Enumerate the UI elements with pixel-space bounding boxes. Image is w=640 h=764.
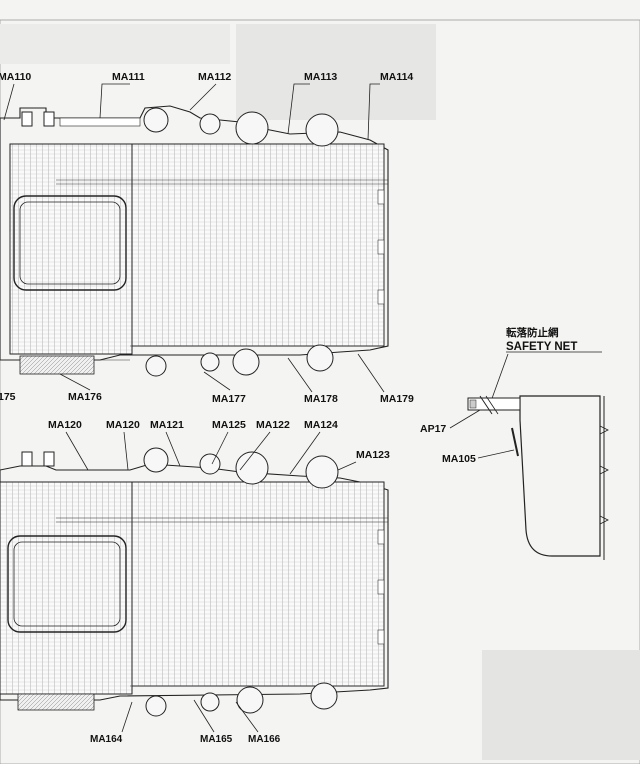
- upper-labels: MA110 MA111 MA112 MA113 MA114 175 MA176 …: [0, 71, 414, 405]
- part-label: MA123: [356, 449, 390, 461]
- part-label: MA120: [106, 419, 140, 431]
- part-label: MA122: [256, 419, 290, 431]
- faint-background-block: [236, 24, 436, 120]
- lower-labels: MA120 MA120 MA121 MA125 MA122 MA124 MA12…: [48, 419, 390, 745]
- part-label: MA121: [150, 419, 184, 431]
- part-label: MA111: [112, 71, 145, 83]
- lower-deck-assembly: [0, 447, 389, 717]
- part-label: MA113: [304, 71, 337, 83]
- safety-net-inset: 転落防止網 SAFETY NET AP17 MA105: [420, 326, 609, 560]
- faint-background-block: [482, 650, 640, 760]
- part-label: MA179: [380, 393, 414, 405]
- safety-net-english-label: SAFETY NET: [506, 341, 577, 353]
- part-label: MA125: [212, 419, 246, 431]
- part-label: MA177: [212, 393, 246, 405]
- part-label: MA164: [90, 734, 123, 745]
- part-label: MA120: [48, 419, 82, 431]
- deck-grating-aft: [129, 481, 385, 687]
- elevator-outline: [13, 195, 127, 291]
- safety-net-japanese-label: 転落防止網: [506, 326, 559, 339]
- part-label: AP17: [420, 423, 446, 435]
- part-label: MA176: [68, 391, 102, 403]
- part-label: MA110: [0, 71, 31, 83]
- deck-grating-aft: [129, 143, 385, 347]
- part-label: MA114: [380, 71, 413, 83]
- part-label: MA124: [304, 419, 338, 431]
- part-label: MA105: [442, 453, 476, 465]
- part-label: 175: [0, 391, 16, 403]
- part-label: MA112: [198, 71, 231, 83]
- part-label: MA166: [248, 734, 281, 745]
- elevator-outline: [7, 535, 127, 633]
- part-label: MA165: [200, 734, 233, 745]
- upper-deck-assembly: [0, 105, 389, 377]
- part-label: MA178: [304, 393, 338, 405]
- faint-background-block: [0, 24, 230, 64]
